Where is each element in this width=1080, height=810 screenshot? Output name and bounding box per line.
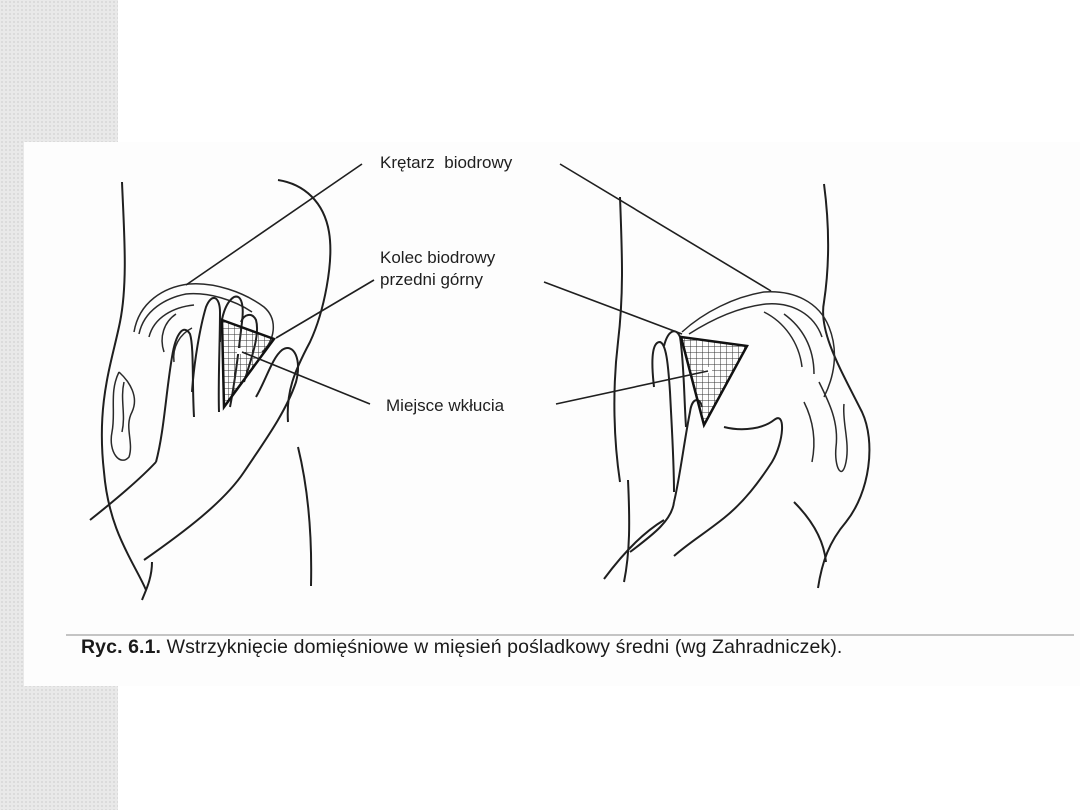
leader-lines [185, 163, 772, 405]
leader-spine-left [275, 279, 375, 339]
left-pelvis-bone [110, 283, 274, 461]
label-spine-line2: przedni górny [380, 270, 484, 289]
caption-prefix: Ryc. 6.1. [81, 636, 162, 658]
left-body-outline [100, 179, 332, 601]
figure-scan: Krętarz biodrowy Kolec biodrowy przedni … [24, 142, 1080, 686]
leader-spine-right [543, 281, 683, 335]
leader-site-right [555, 370, 709, 405]
right-body-outline [613, 183, 871, 589]
leader-trochanter-right [559, 163, 772, 292]
right-pelvis-bone [681, 291, 848, 473]
injection-diagram: Krętarz biodrowy Kolec biodrowy przedni … [66, 153, 1074, 636]
leader-trochanter-left [185, 163, 363, 286]
leader-site-left [241, 351, 371, 405]
figure-caption: Ryc. 6.1. Wstrzyknięcie domięśniowe w mi… [81, 636, 842, 659]
caption-text: Wstrzyknięcie domięśniowe w mięsień pośl… [161, 636, 843, 658]
label-injection-site: Miejsce wkłucia [386, 396, 505, 415]
label-spine-line1: Kolec biodrowy [380, 248, 496, 267]
left-hand-illustration-icon [89, 295, 300, 561]
label-trochanter: Krętarz biodrowy [380, 153, 513, 172]
